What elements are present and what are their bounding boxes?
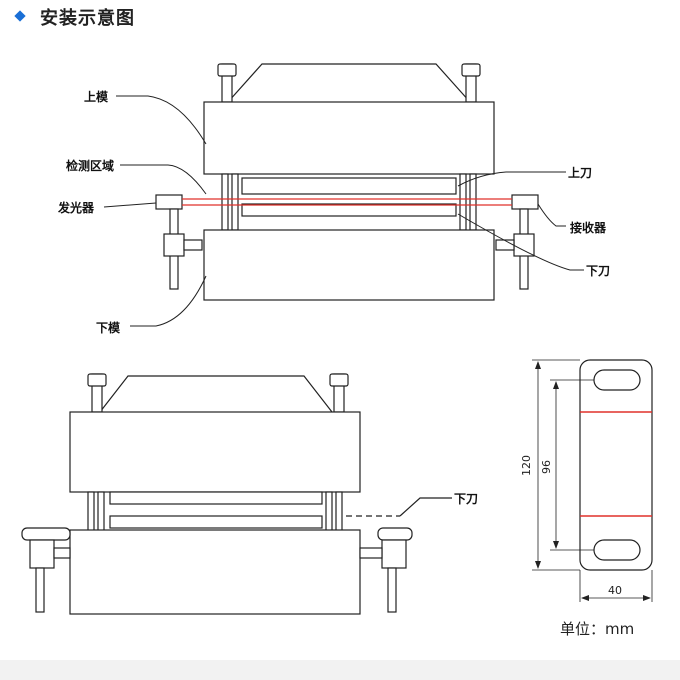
arrow-40-right (643, 595, 651, 601)
leader-upper-die (116, 95, 207, 145)
emitter-clamp (163, 233, 185, 257)
emitter-housing (155, 194, 183, 210)
receiver-clamp (513, 233, 535, 257)
upper-die-body (203, 101, 495, 175)
side-upper-blade (109, 491, 323, 505)
side-left-sensor-arm (35, 567, 45, 613)
bracket-plate (579, 359, 653, 571)
label-upper-die: 上模 (84, 89, 109, 104)
receiver-bolt (495, 239, 515, 251)
dim-120-label: 120 (520, 455, 533, 476)
arrow-96-bottom (553, 541, 559, 549)
receiver-housing (511, 194, 539, 210)
side-right-sensor-arm (387, 567, 397, 613)
dimension-arrows (535, 361, 651, 601)
label-upper-blade: 上刀 (568, 165, 592, 180)
dim-40-label: 40 (608, 584, 622, 597)
leader-lines-top (103, 95, 584, 327)
side-lower-blade (109, 515, 323, 529)
guide-left-a (221, 173, 229, 231)
label-lower-die: 下模 (96, 320, 121, 335)
side-upper-body (69, 411, 361, 493)
label-emitter: 发光器 (57, 200, 95, 215)
upper-left-knob (217, 63, 237, 77)
side-right-knob (329, 373, 349, 387)
upper-die-cap (227, 63, 471, 103)
side-guide-right-a (325, 491, 333, 533)
leader-side-lower-blade (399, 497, 452, 517)
leader-emitter (103, 202, 157, 208)
arrow-120-bottom (535, 561, 541, 569)
side-left-sensor-bolt (53, 547, 71, 559)
guide-left-b (231, 173, 239, 231)
side-guide-left-a (87, 491, 95, 533)
label-detection-zone: 检测区域 (66, 158, 114, 173)
light-beams (182, 198, 512, 206)
side-guide-left-b (97, 491, 105, 533)
upper-blade (241, 177, 457, 195)
leader-upper-blade (457, 171, 566, 187)
label-side-lower-blade: 下刀 (454, 492, 478, 506)
side-left-sensor-clamp (29, 539, 55, 569)
leader-lower-blade (457, 213, 584, 271)
side-left-sensor-knob (21, 527, 71, 541)
side-press-assembly (21, 373, 452, 615)
unit-label: 单位：mm (560, 620, 635, 638)
emitter-bolt (183, 239, 203, 251)
side-left-knob (87, 373, 107, 387)
label-lower-blade: 下刀 (586, 264, 610, 278)
side-right-sensor-bolt (359, 547, 383, 559)
dim-96-label: 96 (540, 460, 553, 474)
lower-die-body (203, 229, 495, 301)
leader-detection-zone (120, 164, 207, 195)
side-upper-cap (99, 375, 333, 413)
page-title: 安装示意图 (40, 8, 135, 29)
lower-blade (241, 203, 457, 217)
footer-band (0, 660, 680, 680)
bracket-drawing (532, 359, 653, 602)
side-right-sensor-knob (377, 527, 413, 541)
side-right-sensor-clamp (381, 539, 407, 569)
arrow-120-top (535, 361, 541, 369)
side-lower-body (69, 529, 361, 615)
label-receiver: 接收器 (570, 220, 607, 235)
leader-receiver (537, 203, 566, 227)
arrow-96-top (553, 381, 559, 389)
arrow-40-left (581, 595, 589, 601)
leader-lower-die (130, 275, 207, 327)
side-guide-right-b (335, 491, 343, 533)
top-press-assembly (155, 63, 539, 301)
upper-right-knob (461, 63, 481, 77)
